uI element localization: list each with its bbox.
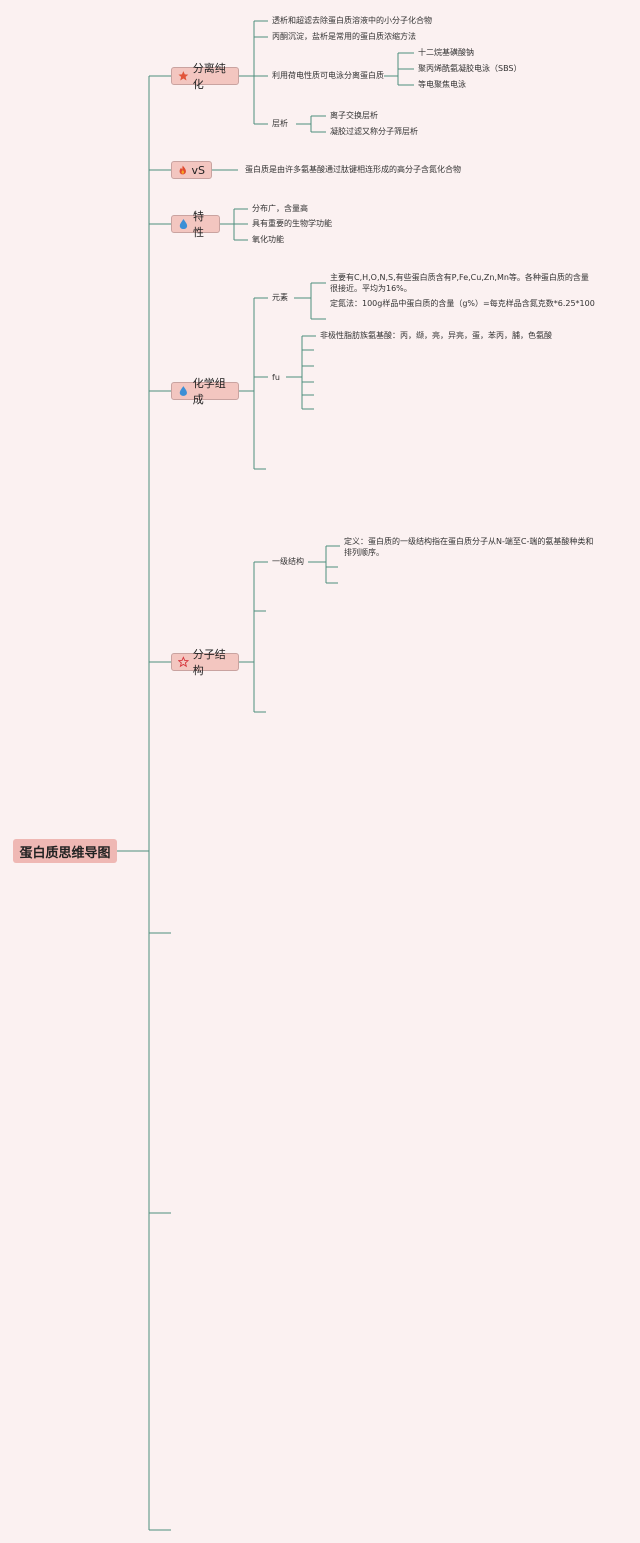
node-fu[interactable]: fu <box>272 373 280 382</box>
leaf-protein-definition[interactable]: 蛋白质是由许多氨基酸通过肽键相连形成的高分子含氮化合物 <box>245 165 461 174</box>
branch-separation[interactable]: 分离纯化 <box>171 62 239 91</box>
branch-label: 特性 <box>192 210 204 239</box>
leaf-nonpolar-amino-acids[interactable]: 非极性脂肪族氨基酸：丙，缬，亮，异亮，蛋，苯丙，脯，色氨酸 <box>320 331 552 340</box>
node-electrophoresis[interactable]: 利用荷电性质可电泳分离蛋白质 <box>272 71 384 80</box>
branch-structure[interactable]: 分子结构 <box>171 648 239 677</box>
leaf-acetone[interactable]: 丙酮沉淀，盐析是常用的蛋白质浓缩方法 <box>272 32 416 41</box>
branch-vs[interactable]: vS <box>171 161 212 179</box>
star-outline-icon <box>178 656 189 668</box>
leaf-primary-definition[interactable]: 定义：蛋白质的一级结构指在蛋白质分子从N-端至C-端的氨基酸种类和排列顺序。 <box>344 537 594 557</box>
root-node[interactable]: 蛋白质思维导图 <box>13 839 117 863</box>
branch-label: 分子结构 <box>192 648 226 677</box>
leaf-nitrogen-method[interactable]: 定氮法：100g样品中蛋白质的含量（g%）=每克样品含氮克数*6.25*100 <box>330 299 595 308</box>
leaf-gel-filtration[interactable]: 凝胶过滤又称分子筛层析 <box>330 127 418 136</box>
leaf-page[interactable]: 聚丙烯酰氨凝胶电泳（SBS） <box>418 64 522 73</box>
node-elements[interactable]: 元素 <box>272 293 288 302</box>
node-primary-structure[interactable]: 一级结构 <box>272 557 304 566</box>
star-filled-icon <box>178 71 189 81</box>
branch-label: 分离纯化 <box>192 62 226 91</box>
fire-icon <box>179 165 186 175</box>
branch-properties[interactable]: 特性 <box>171 210 220 239</box>
branch-label: vS <box>191 163 206 177</box>
leaf-sds[interactable]: 十二烷基磺酸钠 <box>418 48 474 57</box>
leaf-ion-exchange[interactable]: 离子交换层析 <box>330 111 378 120</box>
water-drop-icon <box>179 386 187 396</box>
leaf-element-content[interactable]: 主要有C,H,O,N,S,有些蛋白质含有P,Fe,Cu,Zn,Mn等。各种蛋白质… <box>330 273 589 293</box>
leaf-oxidation[interactable]: 氧化功能 <box>252 235 284 244</box>
leaf-biological-function[interactable]: 具有重要的生物学功能 <box>252 219 332 228</box>
branch-composition[interactable]: 化学组成 <box>171 377 239 406</box>
water-drop-icon <box>179 218 188 230</box>
leaf-dialysis[interactable]: 透析和超滤去除蛋白质溶液中的小分子化合物 <box>272 16 432 25</box>
branch-label: 化学组成 <box>192 377 226 406</box>
leaf-widespread[interactable]: 分布广，含量高 <box>252 204 308 213</box>
node-chromatography[interactable]: 层析 <box>272 119 288 128</box>
leaf-ief[interactable]: 等电聚焦电泳 <box>418 80 466 89</box>
